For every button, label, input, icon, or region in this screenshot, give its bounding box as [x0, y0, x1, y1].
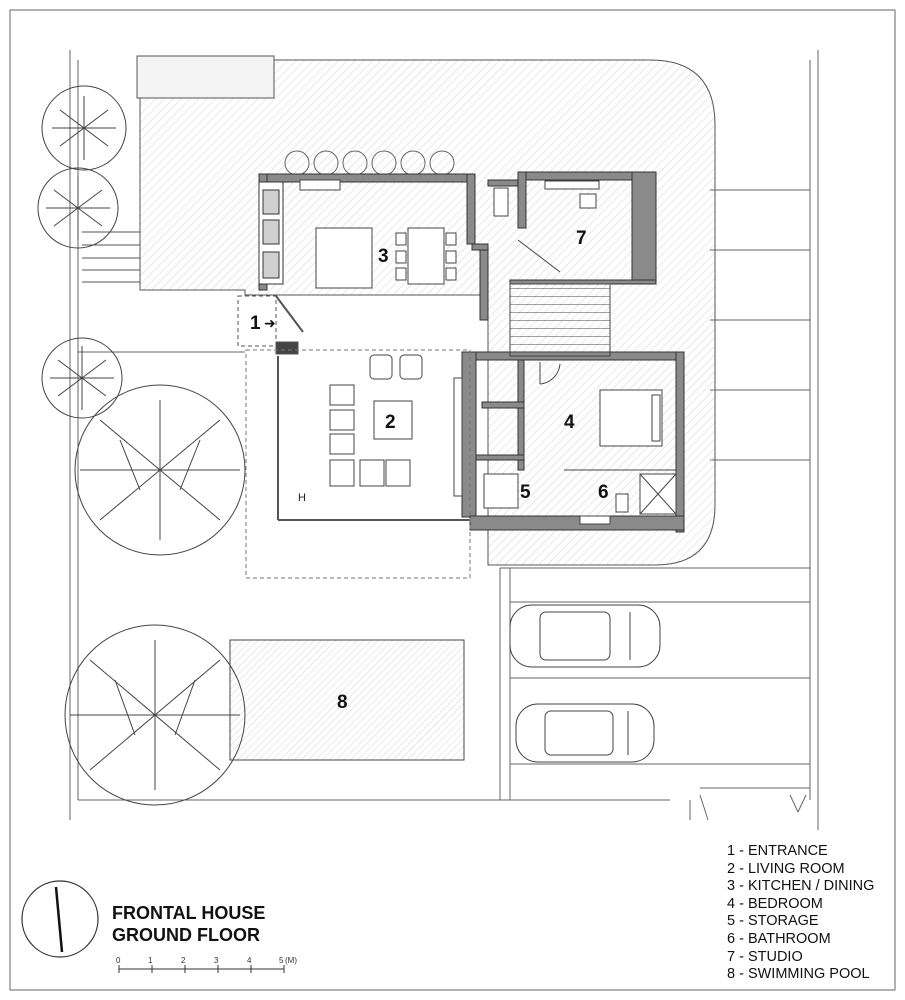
drawing-title: FRONTAL HOUSE GROUND FLOOR — [112, 902, 265, 946]
title-line-1: FRONTAL HOUSE — [112, 903, 266, 923]
scale-bar: 0 1 2 3 4 5 (M) — [116, 956, 297, 973]
legend-item: 4 - BEDROOM — [727, 895, 823, 912]
room-number-5: 5 — [520, 482, 531, 503]
house-walls — [258, 171, 685, 533]
legend-item: 7 - STUDIO — [727, 948, 803, 965]
staircase — [509, 283, 611, 357]
swimming-pool — [229, 639, 465, 761]
room-number-6: 6 — [598, 482, 609, 503]
garden-steps — [82, 231, 140, 283]
entrance-arrow-icon: ➜ — [264, 316, 276, 332]
entrance-area — [237, 295, 470, 521]
scale-tick-5: 5 — [279, 956, 284, 965]
room-number-2: 2 — [385, 412, 396, 433]
legend-item: 2 - LIVING ROOM — [727, 860, 845, 877]
room-number-7: 7 — [576, 228, 587, 249]
trees — [37, 85, 246, 806]
kitchen-furniture — [299, 179, 457, 289]
scale-unit: (M) — [285, 956, 297, 965]
room-number-8: 8 — [337, 692, 348, 713]
room-number-3: 3 — [378, 246, 389, 267]
drawing-frame — [9, 9, 896, 991]
terrace-outline — [245, 349, 471, 579]
title-line-2: GROUND FLOOR — [112, 925, 260, 945]
porch-box — [136, 55, 275, 99]
room-number-4: 4 — [564, 412, 575, 433]
lawn-area — [139, 59, 716, 566]
north-arrow-icon — [21, 880, 99, 958]
room-number-1: 1 — [250, 313, 261, 334]
scale-tick-2: 2 — [181, 956, 186, 965]
scale-tick-4: 4 — [247, 956, 252, 965]
room-legend: 1 - ENTRANCE 2 - LIVING ROOM 3 - KITCHEN… — [727, 843, 874, 984]
living-furniture — [329, 354, 463, 497]
legend-item: 6 - BATHROOM — [727, 930, 831, 947]
bedroom-furniture — [483, 362, 677, 525]
living-symbol: H — [298, 492, 306, 504]
legend-item: 5 - STORAGE — [727, 913, 819, 930]
legend-item: 3 - KITCHEN / DINING — [727, 878, 875, 895]
studio-furniture — [493, 180, 600, 273]
cars — [509, 604, 661, 763]
legend-item: 1 - ENTRANCE — [727, 843, 828, 859]
legend-item: 8 - SWIMMING POOL — [727, 966, 870, 983]
scale-tick-3: 3 — [214, 956, 219, 965]
scale-tick-1: 1 — [148, 956, 153, 965]
site-boundary — [69, 50, 819, 830]
room-labels: 1 ➜ 2 3 4 5 6 7 8 H — [250, 228, 609, 713]
scale-tick-0: 0 — [116, 956, 121, 965]
